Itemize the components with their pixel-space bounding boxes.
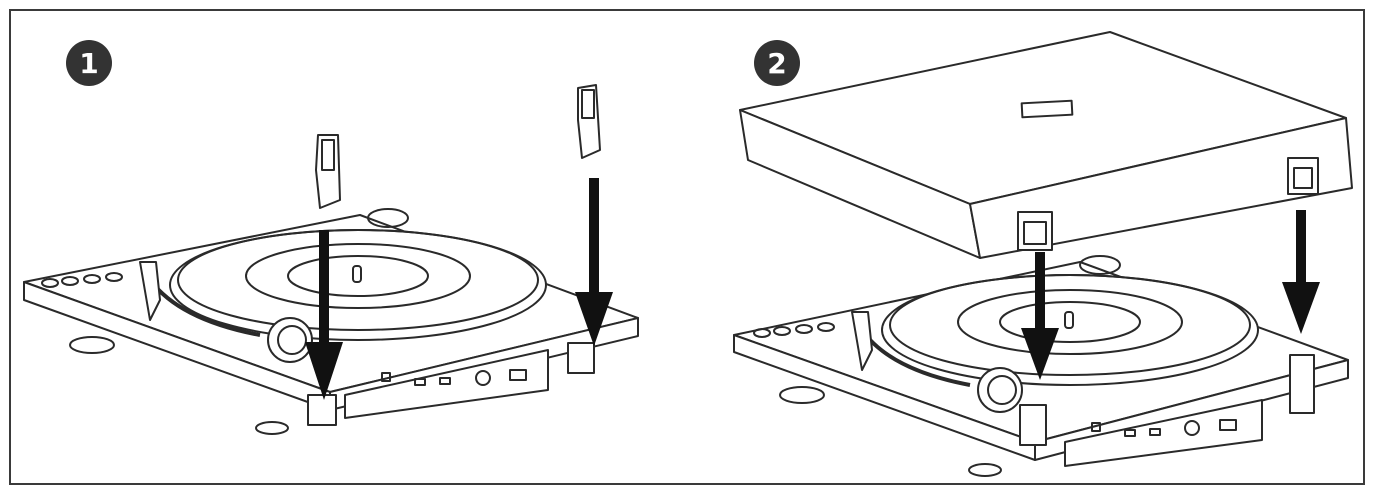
- dust-cover-label: [1020, 99, 1074, 119]
- step-number: 2: [767, 46, 787, 80]
- attach-arrow: [1282, 210, 1320, 334]
- turntable-foot: [779, 386, 825, 404]
- turntable-foot: [255, 421, 289, 435]
- spindle: [1064, 311, 1074, 329]
- record-label: [245, 243, 471, 309]
- hinge-installed: [1019, 404, 1047, 446]
- hinge-slot: [307, 394, 337, 426]
- step-number: 1: [79, 46, 99, 80]
- insert-arrow: [575, 178, 613, 346]
- record-label: [957, 289, 1183, 355]
- turntable-foot: [968, 463, 1002, 477]
- dust-cover-hinge-knob: [367, 208, 409, 228]
- attach-arrow: [1021, 252, 1059, 380]
- step-number-badge: 2: [754, 40, 800, 86]
- spindle: [352, 265, 362, 283]
- hinge-installed: [1289, 354, 1315, 414]
- step-number-badge: 1: [66, 40, 112, 86]
- insert-arrow: [305, 230, 343, 400]
- rear-panel: [1064, 399, 1263, 467]
- turntable-foot: [69, 336, 115, 354]
- dust-cover-hinge-knob: [1079, 255, 1121, 275]
- hinge-slot: [567, 342, 595, 374]
